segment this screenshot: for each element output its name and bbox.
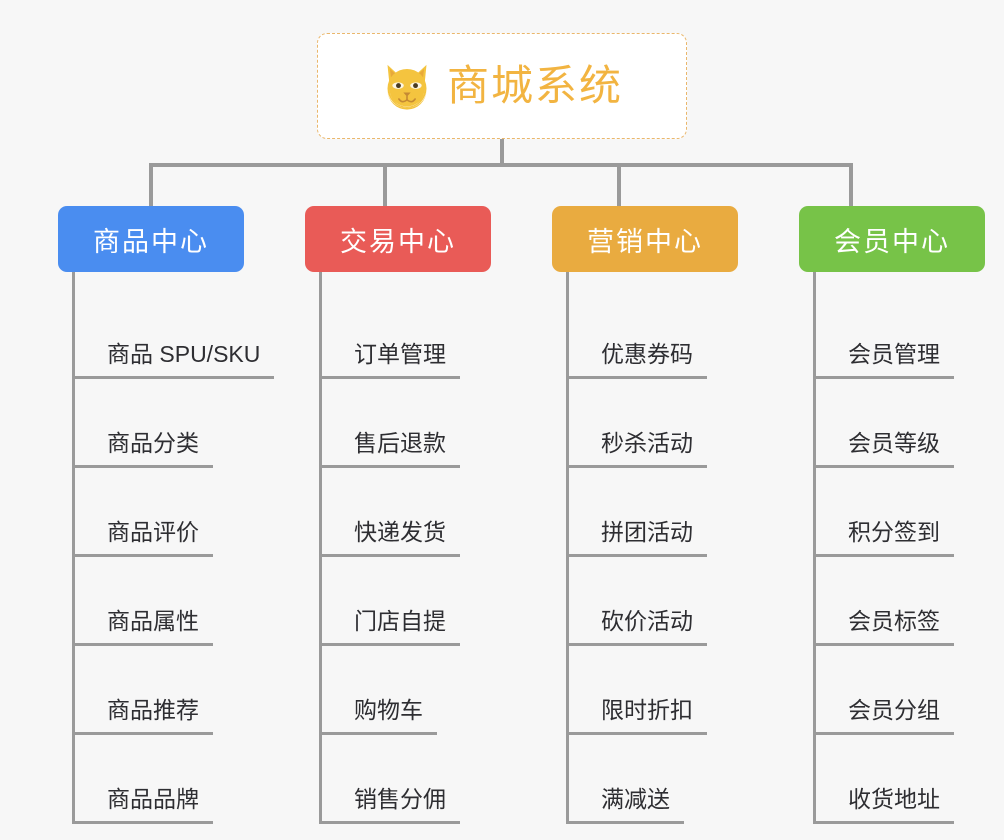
list-item-label: 会员分组 — [816, 697, 954, 735]
root-node-label: 商城系统 — [446, 62, 623, 109]
list-item-label: 会员等级 — [816, 430, 954, 468]
list-item[interactable]: 购物车 — [322, 646, 524, 735]
list-item-label: 商品分类 — [75, 430, 213, 468]
list-item-label: 满减送 — [569, 786, 684, 824]
list-item-label: 快递发货 — [322, 519, 460, 557]
list-item[interactable]: 商品评价 — [75, 468, 277, 557]
root-node-wrapper: 商城系统 — [0, 33, 1004, 139]
branch-column-member-center: 会员中心 会员管理 会员等级 积分签到 会员标签 会员分组 — [799, 206, 1004, 840]
branch-items-transaction-center: 订单管理 售后退款 快递发货 门店自提 购物车 销售分佣 — [319, 272, 524, 824]
branch-header-member-center[interactable]: 会员中心 — [799, 206, 985, 272]
list-item-label: 商品 SPU/SKU — [75, 341, 275, 379]
list-item-label: 购物车 — [322, 697, 437, 735]
list-item[interactable]: 销售分佣 — [322, 735, 524, 824]
branch-header-label: 商品中心 — [93, 226, 209, 257]
branch-header-label: 会员中心 — [834, 226, 950, 257]
list-item-label: 订单管理 — [322, 341, 460, 379]
list-item-label: 会员管理 — [816, 341, 954, 379]
list-item-label: 商品品牌 — [75, 786, 213, 824]
list-item-label: 收货地址 — [816, 786, 954, 824]
branch-header-transaction-center[interactable]: 交易中心 — [305, 206, 491, 272]
list-item[interactable]: 满减送 — [569, 735, 771, 824]
root-node-shopping-mall-system[interactable]: 商城系统 — [317, 33, 687, 139]
list-item[interactable]: 会员分组 — [816, 646, 1004, 735]
branch-column-transaction-center: 交易中心 订单管理 售后退款 快递发货 门店自提 购物车 — [305, 206, 524, 840]
branch-items-marketing-center: 优惠券码 秒杀活动 拼团活动 砍价活动 限时折扣 满减送 — [566, 272, 771, 824]
list-item-label: 积分签到 — [816, 519, 954, 557]
list-item-label: 限时折扣 — [569, 697, 707, 735]
list-item[interactable]: 门店自提 — [322, 557, 524, 646]
branch-header-label: 营销中心 — [587, 226, 703, 257]
list-item[interactable]: 商品分类 — [75, 379, 277, 468]
list-item-label: 砍价活动 — [569, 608, 707, 646]
list-item[interactable]: 商品 SPU/SKU — [75, 290, 277, 379]
branch-column-marketing-center: 营销中心 优惠券码 秒杀活动 拼团活动 砍价活动 限时折扣 — [552, 206, 771, 840]
list-item[interactable]: 商品属性 — [75, 557, 277, 646]
list-item-label: 会员标签 — [816, 608, 954, 646]
list-item-label: 售后退款 — [322, 430, 460, 468]
list-item[interactable]: 砍价活动 — [569, 557, 771, 646]
list-item-label: 优惠券码 — [569, 341, 707, 379]
branch-header-product-center[interactable]: 商品中心 — [58, 206, 244, 272]
list-item[interactable]: 优惠券码 — [569, 290, 771, 379]
list-item-label: 商品评价 — [75, 519, 213, 557]
branch-items-member-center: 会员管理 会员等级 积分签到 会员标签 会员分组 收货地址 — [813, 272, 1004, 824]
list-item-label: 商品属性 — [75, 608, 213, 646]
list-item-label: 秒杀活动 — [569, 430, 707, 468]
branch-columns: 商品中心 商品 SPU/SKU 商品分类 商品评价 商品属性 商品推荐 — [0, 206, 1004, 840]
list-item[interactable]: 商品品牌 — [75, 735, 277, 824]
list-item[interactable]: 限时折扣 — [569, 646, 771, 735]
shiba-dog-icon — [387, 64, 427, 110]
branch-items-product-center: 商品 SPU/SKU 商品分类 商品评价 商品属性 商品推荐 商品品牌 — [72, 272, 277, 824]
list-item[interactable]: 收货地址 — [816, 735, 1004, 824]
branch-column-product-center: 商品中心 商品 SPU/SKU 商品分类 商品评价 商品属性 商品推荐 — [58, 206, 277, 840]
list-item[interactable]: 积分签到 — [816, 468, 1004, 557]
list-item-label: 销售分佣 — [322, 786, 460, 824]
list-item[interactable]: 快递发货 — [322, 468, 524, 557]
list-item-label: 商品推荐 — [75, 697, 213, 735]
list-item-label: 拼团活动 — [569, 519, 707, 557]
list-item[interactable]: 会员等级 — [816, 379, 1004, 468]
list-item-label: 门店自提 — [322, 608, 460, 646]
list-item[interactable]: 商品推荐 — [75, 646, 277, 735]
list-item[interactable]: 订单管理 — [322, 290, 524, 379]
list-item[interactable]: 拼团活动 — [569, 468, 771, 557]
branch-header-label: 交易中心 — [340, 226, 456, 257]
list-item[interactable]: 售后退款 — [322, 379, 524, 468]
list-item[interactable]: 会员管理 — [816, 290, 1004, 379]
branch-header-marketing-center[interactable]: 营销中心 — [552, 206, 738, 272]
list-item[interactable]: 秒杀活动 — [569, 379, 771, 468]
list-item[interactable]: 会员标签 — [816, 557, 1004, 646]
